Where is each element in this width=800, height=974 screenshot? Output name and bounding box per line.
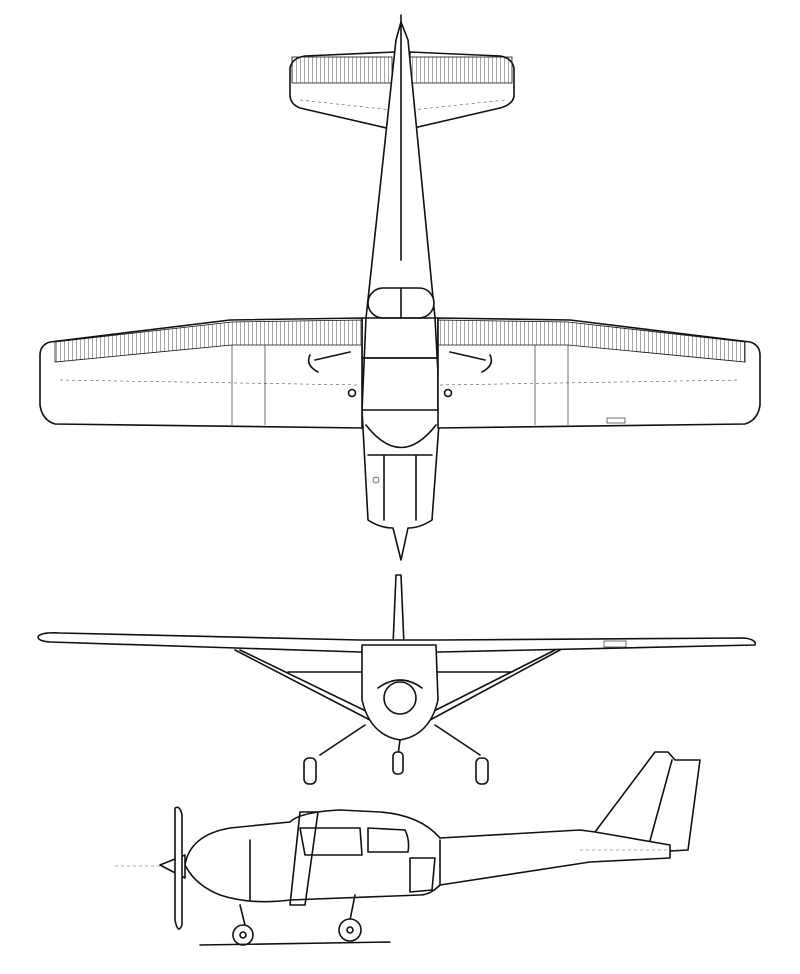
propeller: [174, 806, 183, 930]
nose-wheel: [392, 751, 404, 775]
horizontal-stabilizer: [289, 51, 515, 131]
right-wheel: [475, 757, 489, 785]
top-view: [39, 14, 761, 561]
vertical-tail-front: [392, 574, 405, 646]
left-wheel: [303, 757, 317, 785]
front-view: [37, 574, 757, 785]
nose-wheel-side: [232, 924, 254, 946]
fuselage-side: [184, 809, 671, 903]
main-wing: [39, 317, 761, 429]
ground-line: [199, 941, 391, 946]
main-wheel-side: [338, 918, 362, 942]
wing-struts: [234, 649, 561, 721]
side-view: [115, 751, 701, 946]
wing-front: [37, 632, 757, 653]
wing-strut-side: [289, 811, 319, 906]
